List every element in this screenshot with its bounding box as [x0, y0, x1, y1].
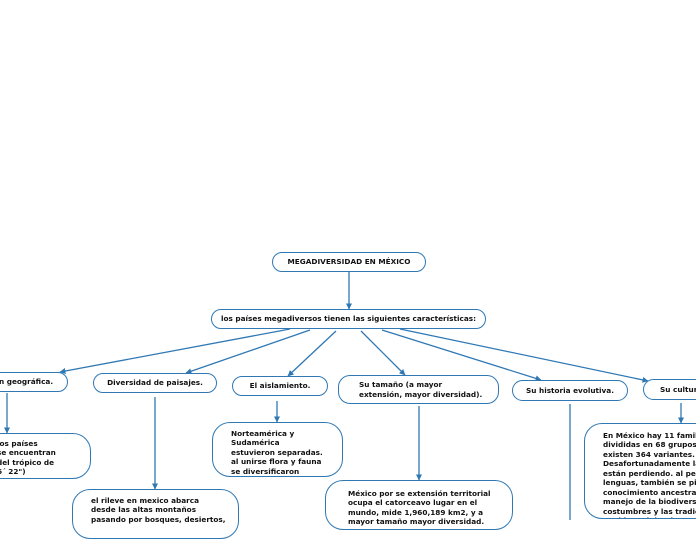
branch-cultura[interactable]: Su cultura	[643, 379, 696, 400]
branch-tamano[interactable]: Su tamaño (a mayor extensión, mayor dive…	[338, 375, 499, 404]
root-node[interactable]: MEGADIVERSIDAD EN MÉXICO	[272, 252, 426, 272]
detail-ubicacion[interactable]: los países se encuentran del trópico de …	[0, 433, 91, 479]
edge-hub-paisajes	[185, 329, 311, 375]
detail-aislamiento[interactable]: Norteamérica y Sudamérica estuvieron sep…	[212, 422, 343, 477]
detail-paisajes[interactable]: el rileve en mexico abarca desde las alt…	[72, 489, 239, 539]
edge-hub-ubicacion	[59, 328, 291, 374]
edge-hub-cultura	[399, 328, 649, 383]
connector-layer	[4, 272, 684, 520]
detail-cultura[interactable]: En México hay 11 familias divididas en 6…	[584, 423, 696, 519]
branch-historia[interactable]: Su historia evolutiva.	[512, 380, 628, 401]
branch-paisajes[interactable]: Diversidad de paisajes.	[93, 373, 217, 393]
hub-node[interactable]: los países megadiversos tienen las sigui…	[211, 309, 486, 329]
branch-ubicacion[interactable]: n geográfica.	[0, 372, 68, 392]
edge-hub-historia	[381, 329, 542, 382]
edge-hub-tamano	[360, 330, 406, 376]
edge-hub-aislamiento	[287, 330, 337, 377]
branch-aislamiento[interactable]: El aislamiento.	[232, 376, 328, 396]
detail-tamano[interactable]: México por se extensión territorial ocup…	[325, 480, 513, 530]
